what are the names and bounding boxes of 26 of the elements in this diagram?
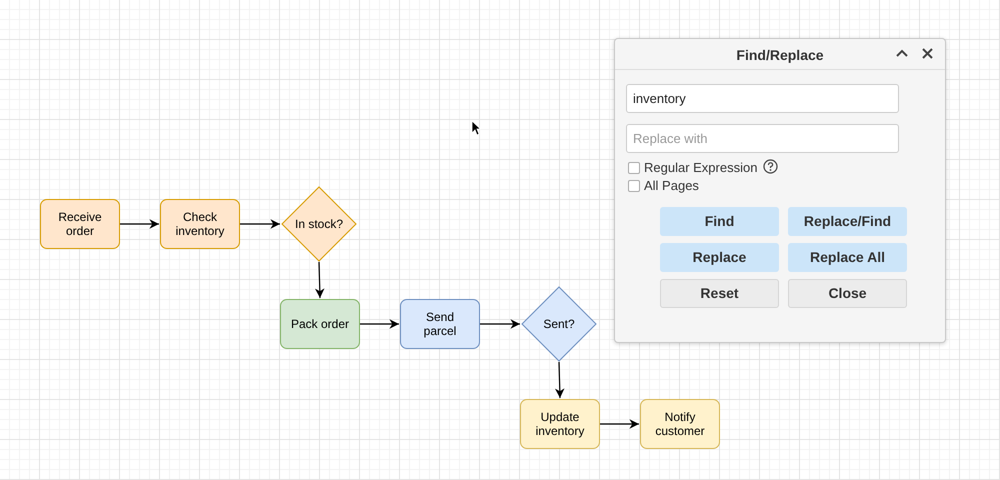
arrow — [314, 262, 325, 298]
arrow — [480, 319, 520, 329]
replace-field: Replace with — [626, 124, 899, 153]
arrow — [360, 319, 399, 329]
decision-diamond: Sent? — [521, 286, 597, 362]
process-box: Send parcel — [400, 299, 480, 349]
arrow — [600, 419, 639, 429]
replace-button: Replace — [660, 243, 779, 272]
replace-all-button: Replace All — [788, 243, 907, 272]
dialog-title: Find/Replace — [735, 47, 825, 63]
replace-find-button: Replace/Find — [788, 207, 907, 236]
process-box: Receive order — [40, 199, 120, 249]
decision-diamond: In stock? — [281, 186, 357, 262]
find-button: Find — [660, 207, 779, 236]
arrow — [554, 362, 565, 398]
process-box: Update inventory — [520, 399, 600, 449]
search-field: inventory — [626, 84, 899, 113]
close-button: Close — [788, 279, 907, 308]
process-box: Pack order — [280, 299, 360, 349]
arrow — [120, 219, 159, 229]
reset-button: Reset — [660, 279, 779, 308]
process-box: Check inventory — [160, 199, 240, 249]
arrow — [240, 219, 280, 229]
checkbox-label: All Pages — [644, 178, 699, 193]
checkbox-label: Regular Expression — [644, 160, 758, 175]
process-box: Notify customer — [640, 399, 720, 449]
